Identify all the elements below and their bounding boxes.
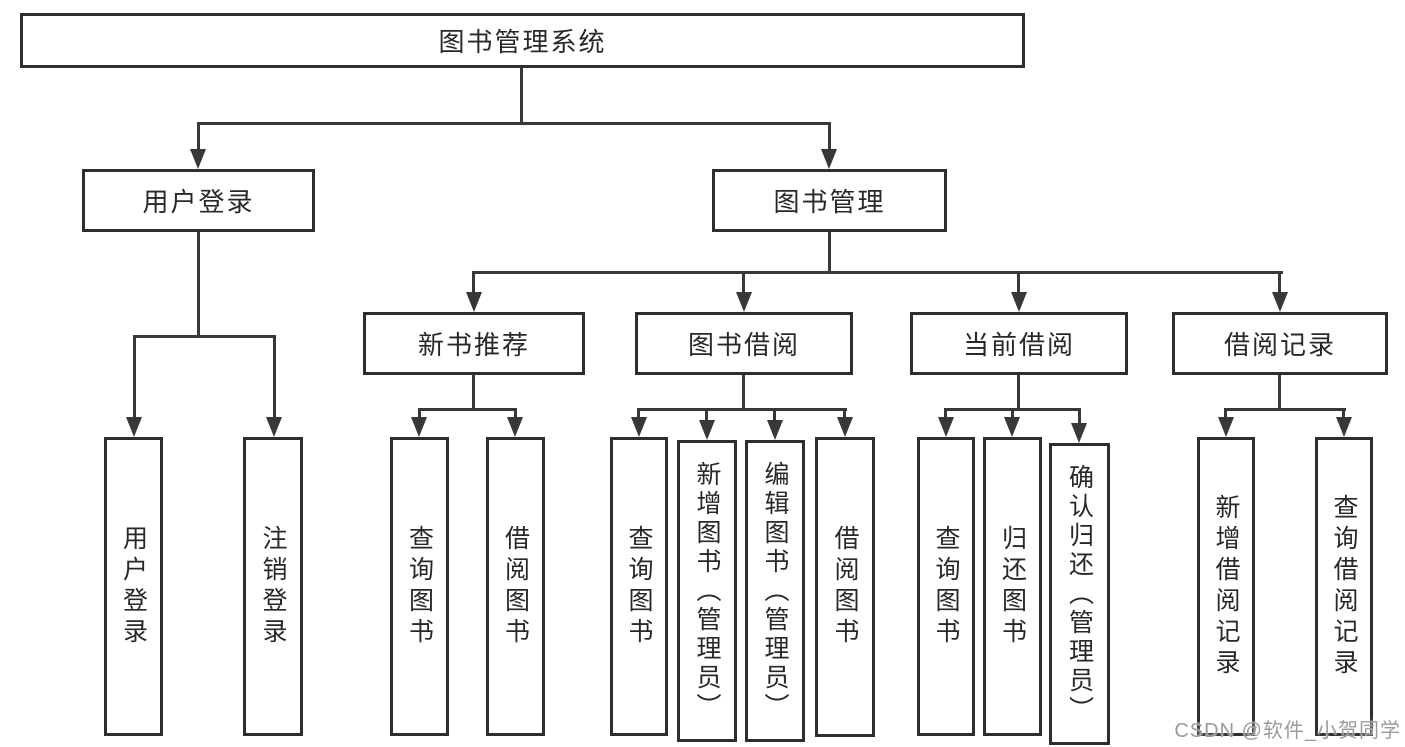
connector-drop [1224,408,1227,418]
node-new-book-recommend: 新书推荐 [363,312,585,375]
connector-group2-rail [637,408,847,411]
node-book-borrow-label: 图书借阅 [687,330,800,360]
connector-drop [773,408,776,421]
leaf-label: 编辑图书（管理员） [761,460,789,722]
down-arrow-icon [1272,292,1288,312]
down-arrow-icon [938,417,954,437]
node-book-management-label: 图书管理 [773,187,886,217]
leaf-label: 查询图书 [625,524,653,649]
down-arrow-icon [1004,417,1020,437]
connector-group2-stem [742,375,745,411]
leaf-label: 借阅图书 [501,524,530,649]
connector-group3-stem [1017,375,1020,411]
connector-drop [418,408,421,418]
down-arrow-icon [821,149,837,169]
node-book-management: 图书管理 [712,169,947,232]
down-arrow-icon [507,417,523,437]
leaf-query-book-1: 查询图书 [390,437,449,736]
connector-drop-group3 [1017,271,1020,293]
leaf-label: 确认归还（管理员） [1065,463,1094,725]
leaf-user-login: 用户登录 [104,437,163,736]
down-arrow-icon [837,417,853,437]
connector-drop-login-leaf1 [133,335,136,419]
down-arrow-icon [190,149,206,169]
down-arrow-icon [126,417,142,437]
node-borrow-record: 借阅记录 [1172,312,1388,375]
connector-drop [637,408,640,418]
connector-drop [944,408,947,418]
leaf-label: 新增借阅记录 [1212,493,1240,680]
connector-level1-rail [197,122,831,125]
connector-drop [843,408,846,418]
connector-drop [1011,408,1014,418]
down-arrow-icon [631,417,647,437]
node-user-login: 用户登录 [82,169,315,232]
csdn-watermark: CSDN @软件_小贺同学 [1174,720,1401,742]
connector-group1-stem [472,375,475,411]
leaf-query-borrow-record: 查询借阅记录 [1315,437,1373,736]
node-current-borrow: 当前借阅 [910,312,1128,375]
leaf-return-book: 归还图书 [983,437,1042,736]
leaf-edit-book-admin: 编辑图书（管理员） [745,440,805,742]
leaf-label: 查询图书 [932,524,960,649]
down-arrow-icon [767,420,783,440]
connector-drop [705,408,708,421]
leaf-borrow-book-2: 借阅图书 [815,437,875,737]
connector-drop-group4 [1278,271,1281,293]
connector-drop-login-leaf2 [273,335,276,419]
connector-group4-rail [1224,408,1346,411]
leaf-label: 新增图书（管理员） [693,460,721,722]
connector-drop-login [197,122,200,150]
down-arrow-icon [699,420,715,440]
leaf-logout-label: 注销登录 [259,524,287,649]
leaf-query-book-3: 查询图书 [917,437,975,736]
down-arrow-icon [411,417,427,437]
connector-drop [1342,408,1345,418]
leaf-add-book-admin: 新增图书（管理员） [677,440,737,742]
down-arrow-icon [1218,417,1234,437]
leaf-label: 查询图书 [405,524,434,649]
node-root-label: 图书管理系统 [438,27,607,57]
connector-group4-stem [1278,375,1281,411]
node-book-borrow: 图书借阅 [635,312,853,375]
connector-drop-group2 [742,271,745,293]
node-root-system: 图书管理系统 [20,13,1025,68]
connector-login-stem [197,232,200,338]
leaf-confirm-return-admin: 确认归还（管理员） [1049,443,1110,745]
leaf-add-borrow-record: 新增借阅记录 [1197,437,1255,736]
leaf-user-login-label: 用户登录 [119,524,148,649]
leaf-borrow-book-1: 借阅图书 [486,437,545,736]
connector-group1-rail [418,408,517,411]
down-arrow-icon [266,417,282,437]
leaf-query-book-2: 查询图书 [610,437,668,736]
node-borrow-record-label: 借阅记录 [1223,330,1336,360]
connector-root-stem [520,68,523,125]
connector-drop [1078,408,1081,424]
leaf-label: 归还图书 [998,524,1027,649]
node-user-login-label: 用户登录 [142,187,255,217]
connector-drop-group1 [472,271,475,293]
leaf-label: 借阅图书 [831,525,859,649]
connector-mgmt-rail [472,271,1283,274]
connector-login-rail [133,335,276,338]
down-arrow-icon [1071,423,1087,443]
leaf-logout: 注销登录 [243,437,303,736]
connector-drop-mgmt [828,122,831,150]
down-arrow-icon [736,292,752,312]
connector-drop [514,408,517,418]
down-arrow-icon [1011,292,1027,312]
node-new-book-recommend-label: 新书推荐 [417,330,530,360]
down-arrow-icon [1336,417,1352,437]
node-current-borrow-label: 当前借阅 [962,330,1075,360]
leaf-label: 查询借阅记录 [1330,493,1358,680]
down-arrow-icon [466,292,482,312]
connector-mgmt-stem [828,232,831,274]
